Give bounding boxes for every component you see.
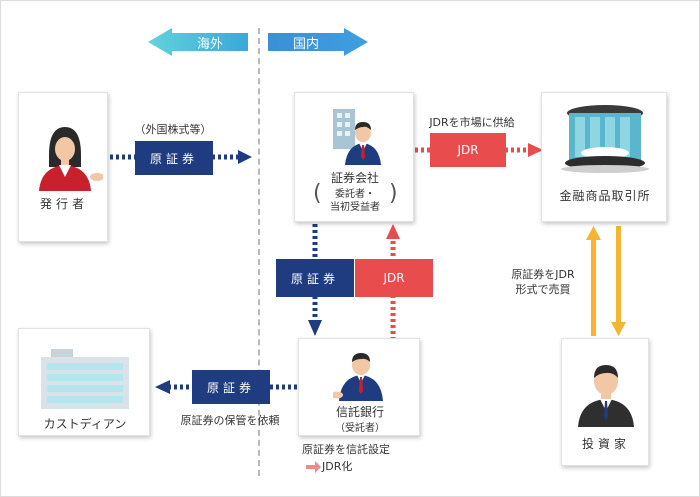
- businessman-building-icon: [333, 109, 381, 165]
- investor-label: 投資家: [581, 437, 630, 451]
- businessman-investor-icon: [578, 365, 634, 427]
- securities-company-sub-1: 委託者・: [335, 189, 375, 200]
- left-paren: (: [313, 181, 322, 206]
- jdr-box-trust: JDR: [355, 259, 433, 297]
- pink-arrow-icon: [306, 461, 321, 473]
- securities-company-card: 証券会社 委託者・ 当初受益者 ( ): [294, 92, 414, 222]
- custody-request-label: 原証券の保管を依頼: [180, 414, 280, 427]
- exchange-card: 金融商品取引所: [541, 92, 667, 222]
- investor-card: 投資家: [561, 338, 649, 466]
- custodian-label: カストディアン: [43, 417, 127, 431]
- trade-label-1: 原証券をJDR: [511, 268, 575, 281]
- securities-company-sub-2: 当初受益者: [330, 202, 380, 213]
- arrowhead-to-trust: [308, 320, 322, 336]
- domestic-arrow-shape: [268, 28, 368, 56]
- overseas-domestic-divider: [258, 28, 260, 476]
- supply-to-market-label: JDRを市場に供給: [429, 116, 515, 129]
- gold-down-shaft: [616, 226, 621, 324]
- original-securities-box-2: 原証券: [276, 259, 354, 297]
- issuer-label: 発行者: [39, 197, 88, 211]
- right-paren: ): [389, 181, 398, 206]
- trust-bank-label: 信託銀行: [335, 405, 384, 419]
- securities-company-label: 証券会社: [330, 171, 379, 185]
- original-securities-box-3: 原証券: [192, 370, 270, 404]
- trust-setting-label: 原証券を信託設定: [302, 443, 390, 456]
- arrowhead-to-custodian: [155, 380, 170, 394]
- trust-bank-card: 信託銀行 （受託者）: [298, 338, 420, 436]
- arrowhead-to-exchange: [528, 143, 543, 157]
- businessman-icon: [333, 353, 383, 401]
- domestic-label: 国内: [292, 36, 319, 52]
- trust-bank-sub: （受託者）: [335, 423, 385, 434]
- foreign-stocks-note: （外国株式等）: [134, 123, 212, 136]
- arrowhead-to-securities: [238, 150, 252, 164]
- gold-up-head: [586, 226, 601, 240]
- jdr-conversion-label: JDR化: [322, 460, 353, 473]
- exchange-label: 金融商品取引所: [559, 189, 651, 203]
- trade-label-2: 形式で売買: [515, 283, 571, 296]
- jdr-box-market: JDR: [430, 133, 506, 167]
- issuer-card: 発行者: [18, 92, 108, 242]
- exchange-building-icon: [561, 105, 649, 173]
- arrowhead-to-securities-up: [386, 224, 400, 239]
- custodian-building-icon: [41, 349, 129, 409]
- businesswoman-icon: [39, 127, 103, 191]
- overseas-arrow-shape: [148, 28, 248, 56]
- custodian-card: カストディアン: [18, 328, 150, 436]
- gold-down-head: [611, 322, 626, 336]
- original-securities-box-1: 原証券: [135, 141, 213, 175]
- gold-up-shaft: [591, 238, 596, 336]
- overseas-label: 海外: [196, 36, 223, 52]
